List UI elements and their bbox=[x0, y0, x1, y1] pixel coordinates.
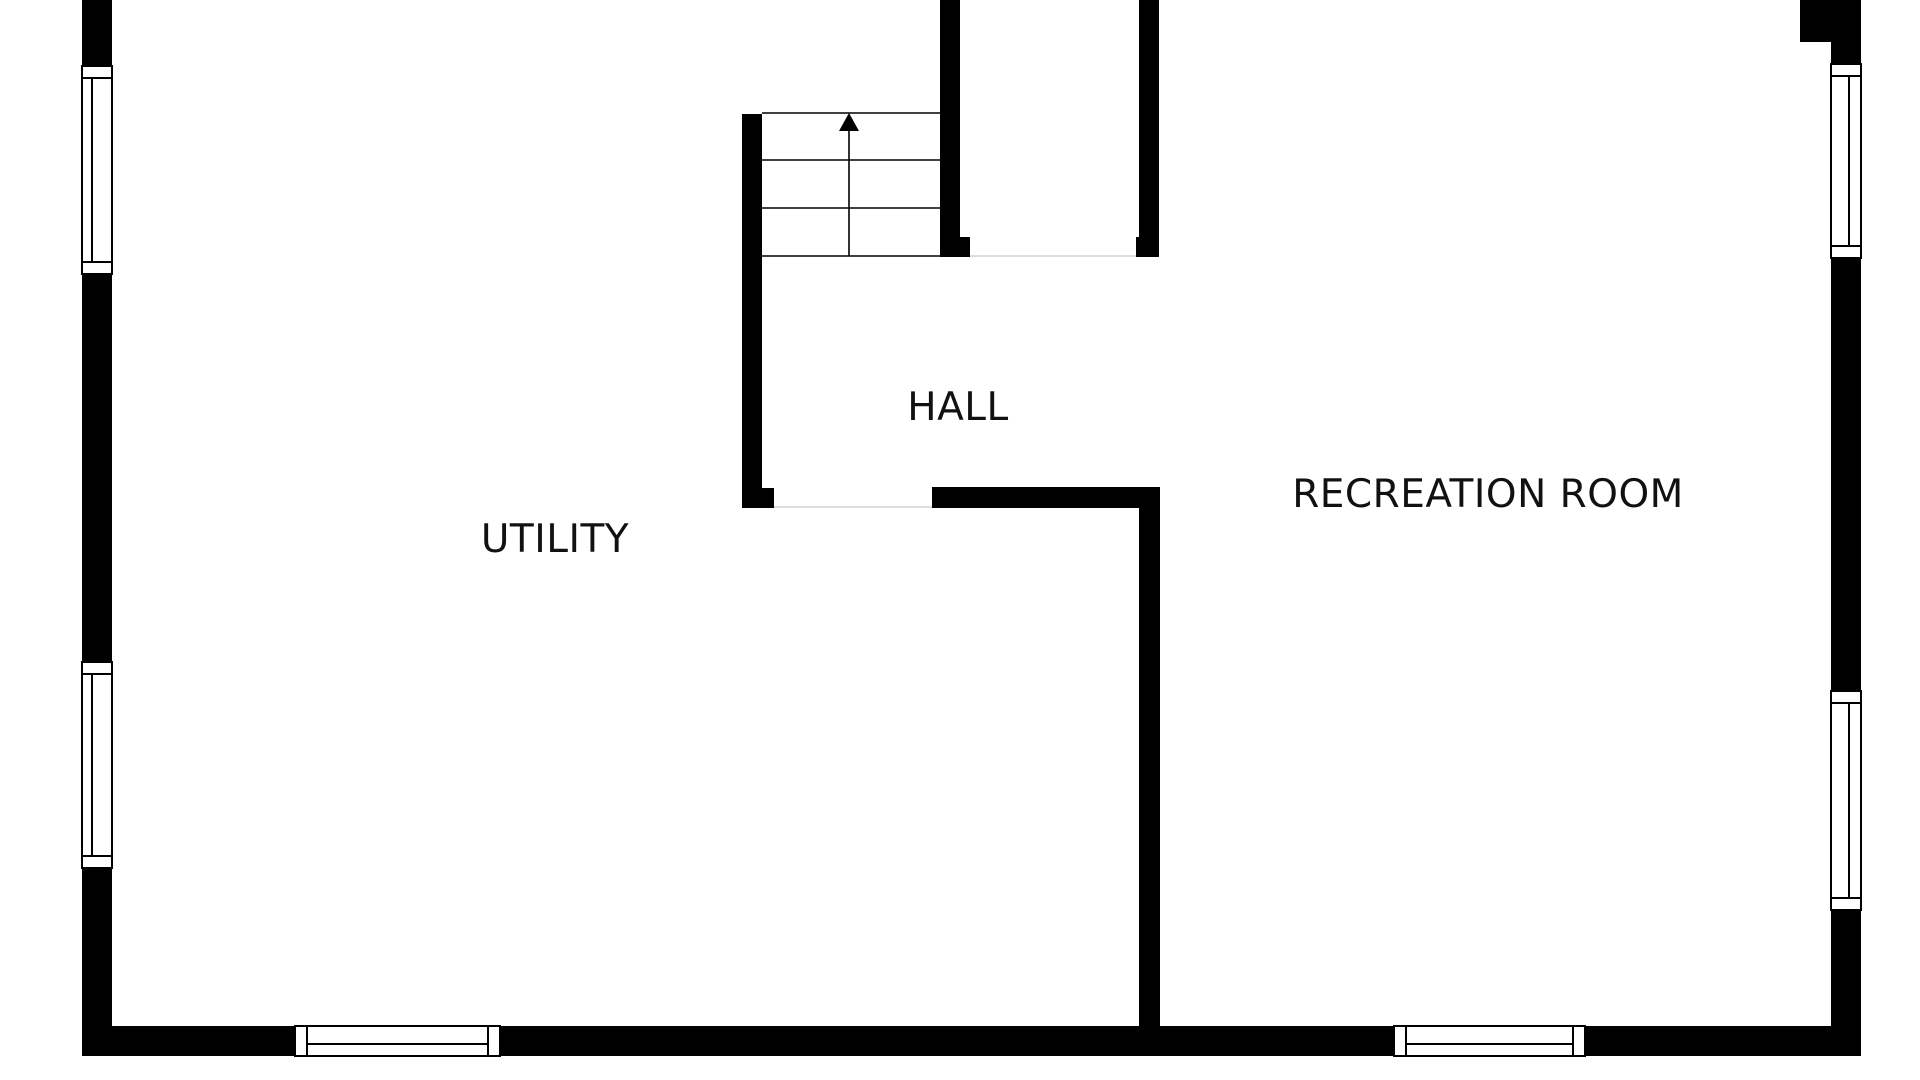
exterior-walls bbox=[82, 0, 1861, 1056]
room-label-utility: UTILITY bbox=[481, 517, 629, 562]
room-label-recreation-room: RECREATION ROOM bbox=[1292, 472, 1684, 517]
room-label-hall: HALL bbox=[907, 385, 1008, 430]
window-left-upper bbox=[81, 65, 113, 275]
windows bbox=[81, 63, 1862, 1057]
window-right-lower bbox=[1830, 690, 1862, 911]
window-bottom-right bbox=[1393, 1025, 1586, 1057]
stair-left-wall bbox=[742, 114, 762, 508]
stairs bbox=[762, 112, 940, 257]
window-bottom-left bbox=[294, 1025, 501, 1057]
hall-stub-left bbox=[742, 488, 774, 508]
stair-up-arrow-icon bbox=[839, 113, 859, 131]
corridor-right-wall bbox=[1139, 0, 1159, 257]
corridor-left-stub bbox=[940, 237, 970, 257]
interior-walls bbox=[742, 0, 1160, 1043]
window-left-lower bbox=[81, 661, 113, 869]
window-right-upper bbox=[1830, 63, 1862, 259]
door-openings bbox=[774, 255, 1136, 508]
corridor-right-stub bbox=[1136, 237, 1159, 257]
room-labels: UTILITY HALL RECREATION ROOM bbox=[481, 385, 1684, 562]
corridor-left-wall bbox=[940, 0, 960, 257]
center-dividing-wall bbox=[1139, 487, 1160, 1043]
corner-notch bbox=[1800, 0, 1861, 42]
hall-lower-wall bbox=[932, 487, 1160, 508]
